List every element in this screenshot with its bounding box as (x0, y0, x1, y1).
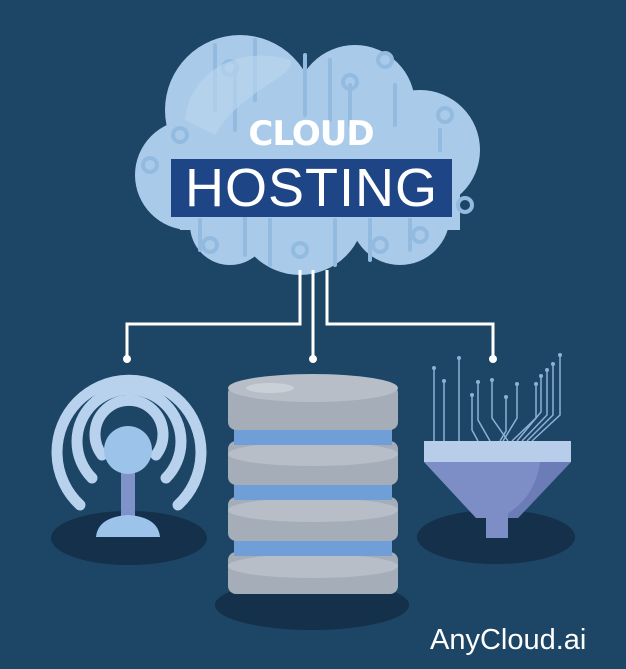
wireless-antenna-icon (51, 374, 207, 565)
database-server-icon (215, 374, 409, 630)
connector-dot-left (123, 355, 131, 363)
title-cloud-text: CLOUD (248, 114, 374, 154)
data-funnel-icon (417, 353, 575, 564)
title-hosting-banner (171, 159, 452, 217)
brand-name: AnyCloud.ai (430, 624, 587, 656)
connector-dot-right (489, 355, 497, 363)
connector-lines (125, 270, 495, 357)
cloud-icon (135, 35, 480, 275)
title-hosting-text: HOSTING (184, 158, 438, 218)
connector-dot-center (309, 355, 317, 363)
